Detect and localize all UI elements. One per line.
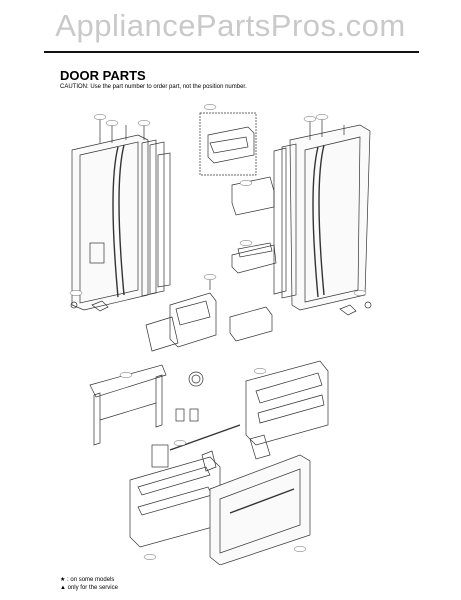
right-door-assembly [273, 119, 371, 311]
hinge-parts [70, 300, 372, 316]
callout-labels [69, 104, 367, 560]
exploded-parts-diagram [69, 104, 372, 565]
site-watermark: AppliancePartsPros.com [55, 8, 406, 43]
left-door-assembly [71, 119, 171, 311]
freezer-drawer [129, 450, 311, 565]
door-bins-upper [199, 112, 277, 274]
door-bins-middle [145, 280, 273, 352]
caution-text: CAUTION: Use the part number to order pa… [60, 84, 247, 90]
legend-optional-note: ★ : on some models [60, 577, 115, 583]
drawer-rail-left [89, 364, 241, 468]
page-title: DOOR PARTS [60, 68, 146, 83]
diagram-legend: ★ : on some models ▲ only for the servic… [60, 576, 118, 592]
legend-service-note: ▲ only for the service [60, 585, 118, 591]
drawer-rail-right [245, 360, 329, 460]
header-divider [44, 51, 419, 53]
